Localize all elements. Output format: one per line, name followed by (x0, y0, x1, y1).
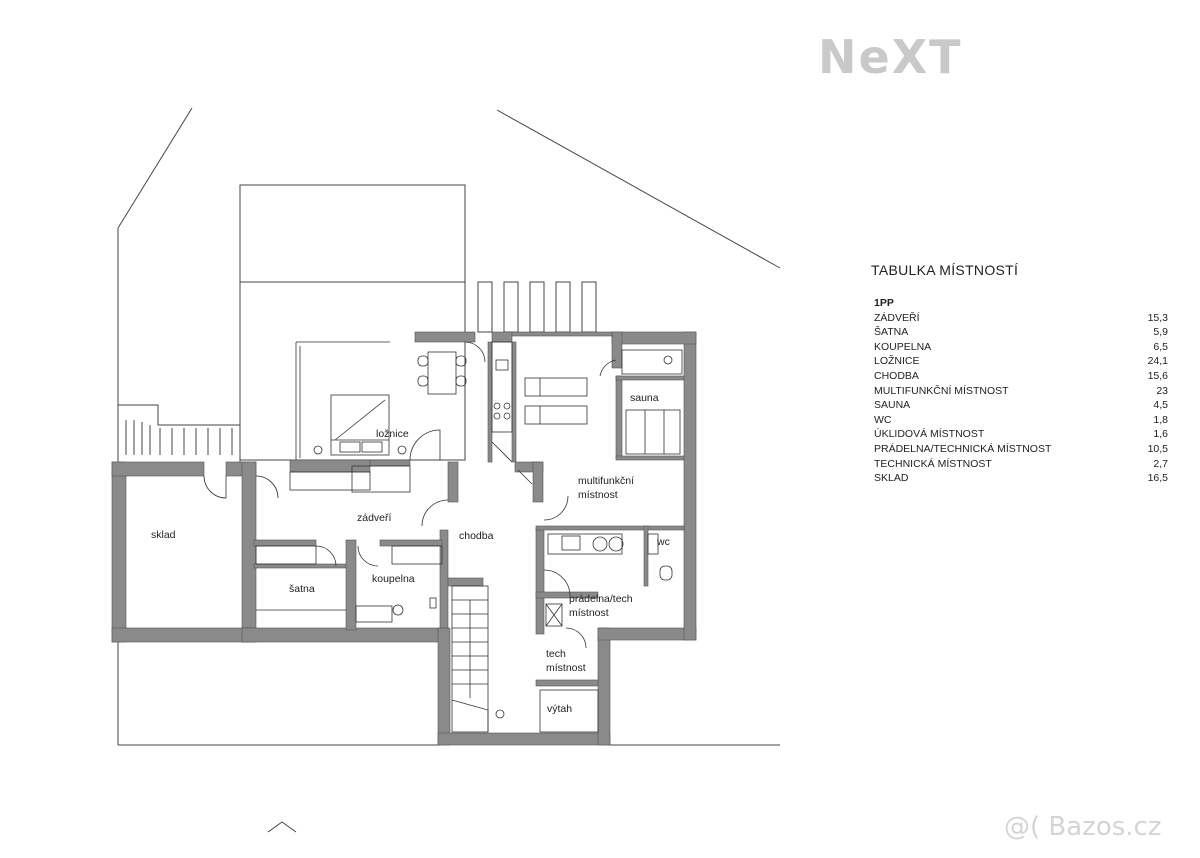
room-name: TECHNICKÁ MÍSTNOST (874, 457, 992, 470)
table-row: ÚKLIDOVÁ MÍSTNOST 1,6 (874, 427, 1168, 442)
room-name: MULTIFUNKČNÍ MÍSTNOST (874, 384, 1009, 397)
label-zadveri: zádveří (357, 512, 392, 524)
table-row: SAUNA 4,5 (874, 398, 1168, 413)
light-shaft (477, 281, 493, 333)
table-row: TECHNICKÁ MÍSTNOST 2,7 (874, 457, 1168, 472)
table-row: SKLAD 16,5 (874, 471, 1168, 486)
label-tech: tech (546, 648, 566, 660)
room-area: 1,6 (1153, 428, 1168, 441)
bazos-watermark: @( Bazos.cz (1004, 812, 1162, 842)
elevator (539, 689, 599, 733)
table-row: WC 1,8 (874, 413, 1168, 428)
label-multifunkcni-2: místnost (578, 489, 618, 501)
sauna-bench (625, 409, 681, 455)
room-table-title: TABULKA MÍSTNOSTÍ (871, 262, 1019, 278)
label-koupelna: koupelna (372, 573, 415, 585)
room-name: ŠATNA (874, 326, 909, 339)
table-row: ŠATNA 5,9 (874, 325, 1168, 340)
room-name: WC (874, 413, 892, 426)
wall (111, 461, 127, 643)
next-logo: NeXT (818, 30, 963, 84)
room-name: CHODBA (874, 369, 919, 382)
room-area: 2,7 (1153, 457, 1168, 470)
room-name: KOUPELNA (874, 340, 932, 353)
room-area: 23 (1156, 384, 1168, 397)
label-pradelna-2: místnost (569, 607, 609, 619)
kitchen-unit (491, 341, 513, 433)
room-name: PRÁDELNA/TECHNICKÁ MÍSTNOST (874, 442, 1052, 455)
room-name: SKLAD (874, 472, 909, 485)
lounger (524, 377, 588, 397)
room-area: 24,1 (1147, 355, 1168, 368)
room-area: 15,3 (1147, 311, 1168, 324)
room-table: 1PP ZÁDVEŘÍ 15,3 ŠATNA 5,9 KOUPELNA 6,5 LOŽ… (874, 296, 1168, 486)
dining-table (427, 351, 457, 395)
label-tech-2: místnost (546, 662, 586, 674)
label-sauna: sauna (630, 392, 659, 404)
washer (547, 533, 623, 555)
site-boundary (117, 107, 193, 745)
room-name: LOŽNICE (874, 355, 920, 368)
terrace-stair (117, 404, 241, 463)
room-area: 6,5 (1153, 340, 1168, 353)
table-row: LOŽNICE 24,1 (874, 354, 1168, 369)
floor-label: 1PP (874, 297, 894, 309)
terrace-outline (239, 184, 466, 461)
label-pradelna: prádelna/tech (569, 593, 633, 605)
table-row: MULTIFUNKČNÍ MÍSTNOST 23 (874, 384, 1168, 399)
label-chodba: chodba (459, 530, 494, 542)
room-area: 4,5 (1153, 399, 1168, 412)
table-row: CHODBA 15,6 (874, 369, 1168, 384)
table-row: ZÁDVEŘÍ 15,3 (874, 311, 1168, 326)
room-name: SAUNA (874, 399, 911, 412)
table-row: KOUPELNA 6,5 (874, 340, 1168, 355)
label-loznice: ložnice (376, 428, 409, 440)
room-area: 5,9 (1153, 326, 1168, 339)
room-name: ZÁDVEŘÍ (874, 311, 920, 324)
room-area: 1,8 (1153, 413, 1168, 426)
room-area: 16,5 (1147, 472, 1168, 485)
table-row: PRÁDELNA/TECHNICKÁ MÍSTNOST 10,5 (874, 442, 1168, 457)
label-wc: wc (657, 536, 670, 548)
site-boundary-right (496, 109, 781, 269)
label-vytah: výtah (547, 703, 573, 715)
bed (330, 394, 390, 456)
stairwell (451, 585, 489, 733)
room-name: ÚKLIDOVÁ MÍSTNOST (874, 428, 985, 441)
room-area: 10,5 (1147, 442, 1168, 455)
room-area: 15,6 (1147, 369, 1168, 382)
label-sklad: sklad (151, 529, 176, 541)
label-multifunkcni: multifunkční (578, 475, 635, 487)
north-arrow-icon (267, 821, 297, 833)
label-satna: šatna (289, 583, 315, 595)
